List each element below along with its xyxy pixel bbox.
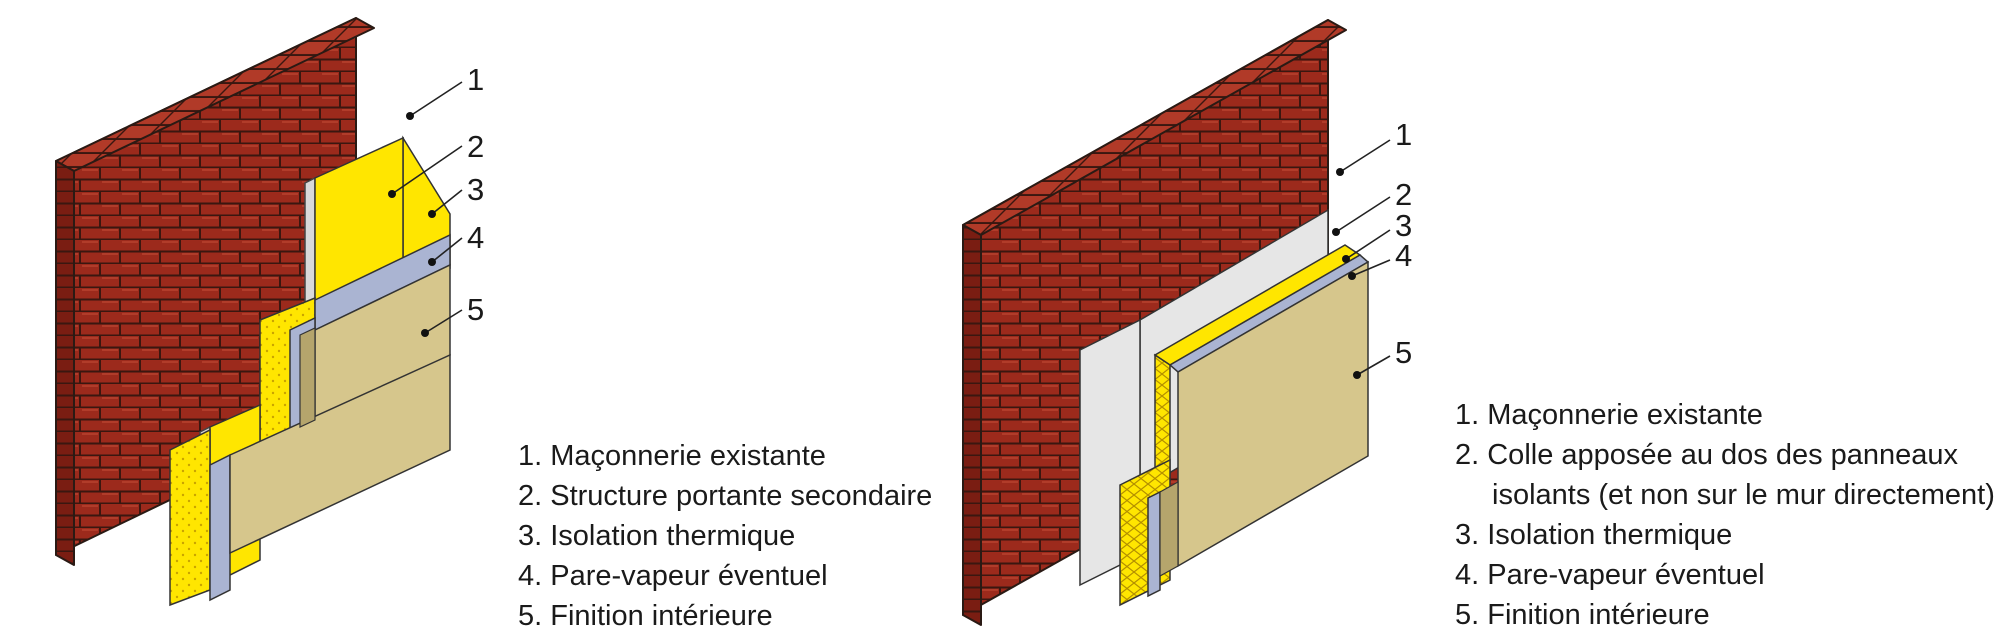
legend-1-item: 2. Structure portante secondaire: [518, 480, 933, 512]
finish-panel-2: [1159, 260, 1369, 578]
legend-2-item: 2. Colle apposée au dos des panneaux: [1455, 439, 1959, 471]
callouts-1: 1 2 3 4 5: [388, 62, 484, 337]
legend-2-item: 4. Pare-vapeur éventuel: [1455, 559, 1765, 591]
legend-1-item: 4. Pare-vapeur éventuel: [518, 560, 828, 592]
callout-3: 3: [467, 172, 484, 207]
finish-panels-1: [229, 263, 451, 555]
figure-2: 1 2 3 4 5: [962, 19, 1412, 626]
callouts-2: 1 2 3 4 5: [1332, 117, 1412, 379]
callout-1: 1: [467, 62, 484, 97]
callout-2: 2: [467, 129, 484, 164]
legend-2-item: 1. Maçonnerie existante: [1455, 399, 1763, 431]
callout-5: 5: [1395, 335, 1412, 370]
callout-4: 4: [467, 220, 484, 255]
callout-2: 2: [1395, 177, 1412, 212]
callout-1: 1: [1395, 117, 1412, 152]
legend-1: 1. Maçonnerie existante 2. Structure por…: [518, 436, 932, 636]
callout-3: 3: [1395, 208, 1412, 243]
callout-5: 5: [467, 292, 484, 327]
legend-1-item: 3. Isolation thermique: [518, 520, 796, 552]
legend-2-item: isolants (et non sur le mur directement): [1492, 479, 1995, 511]
legend-1-item: 1. Maçonnerie existante: [518, 440, 826, 472]
callout-4: 4: [1395, 238, 1412, 273]
figure-1: 1 2 3 4 5: [55, 17, 484, 607]
legend-2-item: 5. Finition intérieure: [1455, 599, 1710, 631]
legend-2-item: 3. Isolation thermique: [1455, 519, 1733, 551]
legend-2: 1. Maçonnerie existante 2. Colle apposée…: [1455, 395, 1995, 635]
legend-1-item: 5. Finition intérieure: [518, 600, 773, 632]
